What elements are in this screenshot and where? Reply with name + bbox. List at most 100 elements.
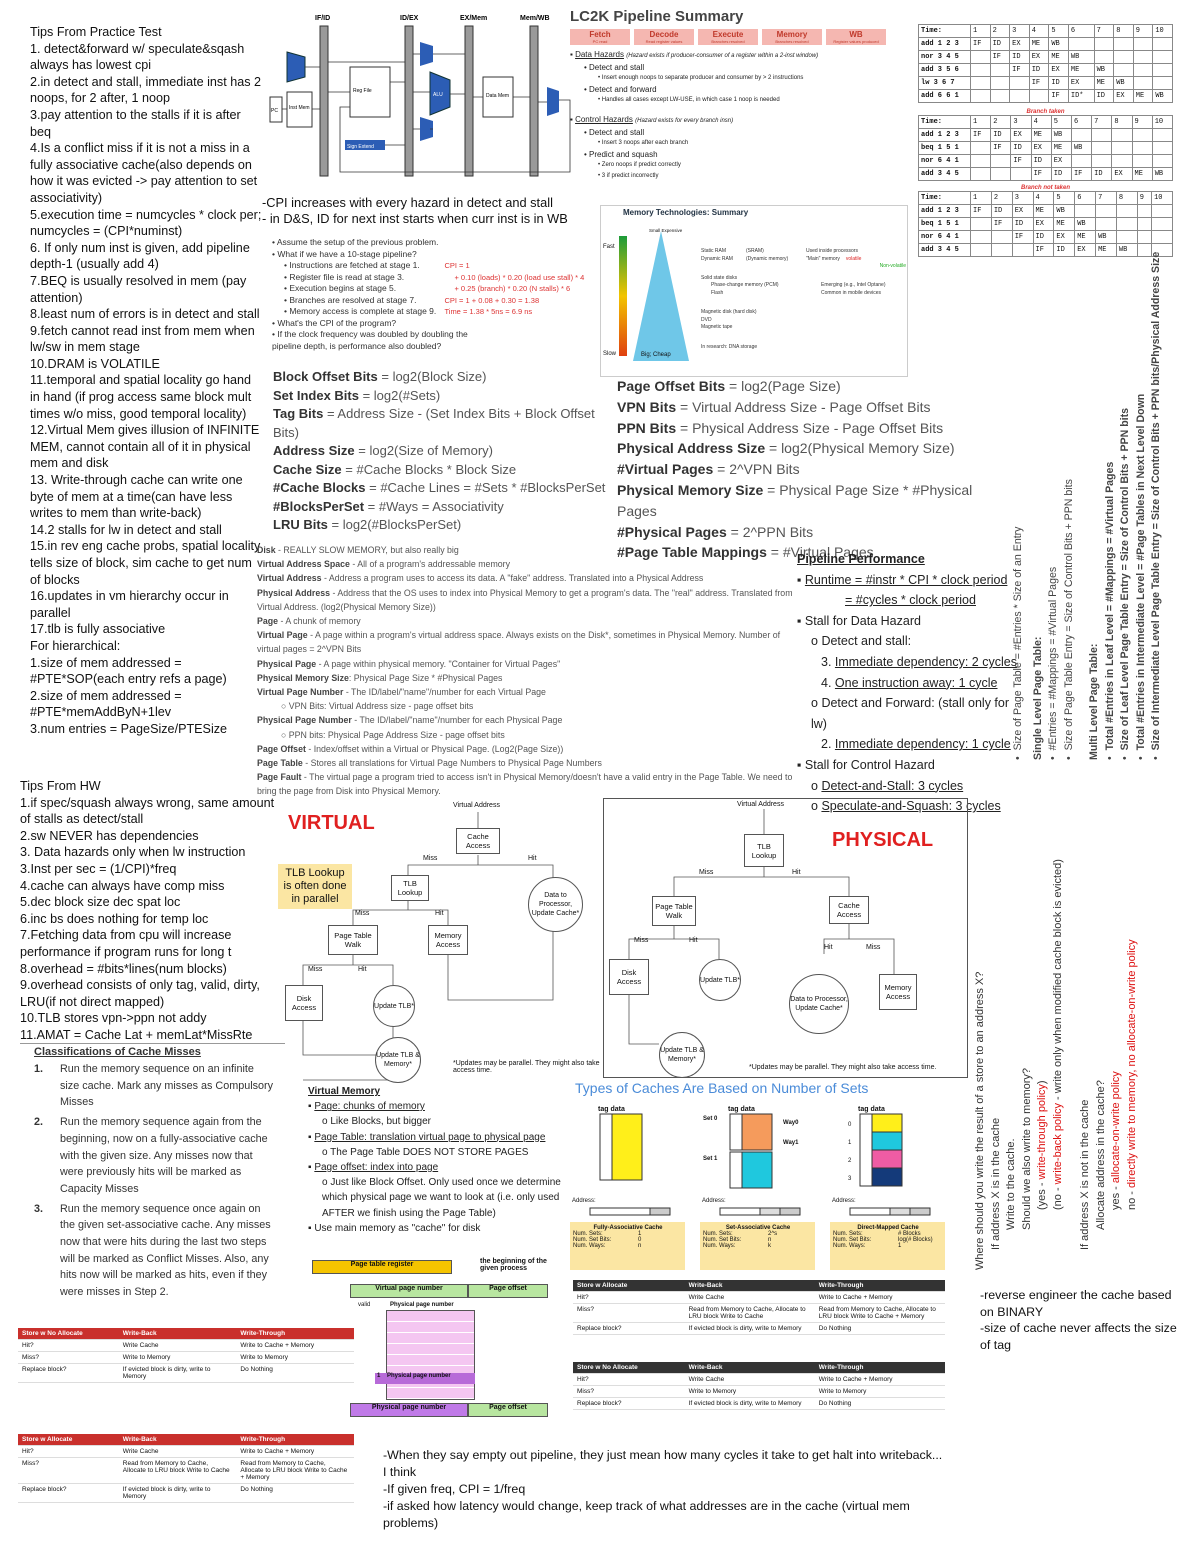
pipe-cell: EX: [1011, 204, 1034, 218]
pipe-cell: EX: [1010, 128, 1032, 142]
formula-value: = log2(Physical Memory Size): [765, 440, 955, 457]
cache-type-row: Num. Sets:# Blocks: [833, 1231, 943, 1237]
formula-value: = Physical Address Size - Page Offset Bi…: [676, 419, 944, 436]
pipe-cell: [1151, 230, 1173, 244]
glossary-def: - Stores all translations for Virtual Pa…: [302, 758, 602, 769]
glossary-def: : Physical Page Size * #Physical Pages: [348, 672, 503, 683]
pipe-cell: 1: [969, 115, 992, 129]
pipe-cell: 4: [1032, 191, 1055, 205]
pipe-cell: [1151, 217, 1173, 231]
stage-name: Execute: [712, 30, 744, 39]
pipe-cell: IF: [1009, 63, 1030, 77]
pipe-cell: EX: [1113, 89, 1134, 103]
formula-key: VPN Bits: [617, 398, 677, 415]
svg-text:ALU: ALU: [433, 92, 443, 98]
wt-cell: Write to Cache + Memory: [814, 1373, 945, 1386]
control-hazard-detail: Zero noops if predict correctly: [601, 162, 681, 168]
wp-line: Where should you write the result of a s…: [974, 971, 986, 1270]
pipe-cell: WB: [1152, 89, 1173, 103]
cache-types-figure: Types of Caches Are Based on Number of S…: [570, 1080, 950, 1270]
miss-label: Miss: [308, 966, 323, 973]
pipe-instr: add 1 2 3: [918, 204, 971, 218]
stage-name: WB: [849, 30, 863, 39]
cache-type-value: 2^s: [768, 1231, 778, 1237]
pipe-cell: ID: [989, 37, 1011, 51]
pipe-cell: 8: [1113, 24, 1134, 38]
write-back-policy: write-back policy: [1051, 1103, 1064, 1185]
classif-step: Run the memory sequence again from the b…: [60, 1116, 268, 1195]
hit-label: Hit: [358, 966, 367, 973]
virtual-address-label: Virtual Address: [453, 802, 500, 809]
formula-key: Set Index Bits: [273, 387, 359, 403]
glossary-term: Virtual Page Number: [257, 687, 344, 698]
write-through-policy: write-through policy: [1036, 1084, 1048, 1180]
memory-access-box: Memory Access: [428, 925, 468, 955]
q-sub: Execution begins at stage 5.: [289, 283, 397, 293]
pipe-cell: ID: [1050, 167, 1072, 181]
pipe-cell: 7: [1091, 115, 1113, 129]
miss-label: Miss: [355, 910, 370, 917]
mt-cell: (SRAM): [746, 248, 764, 254]
q-answer: CPI = 1: [444, 261, 470, 270]
virtual-title: VIRTUAL: [288, 812, 375, 834]
perf-line: Stall for Data Hazard: [804, 613, 921, 628]
pipe-instr: beq 1 5 1: [918, 141, 971, 155]
wt-cell: Read from Memory to Cache, Allocate to L…: [684, 1303, 815, 1323]
formula-value: = #Cache Lines = #Sets * #BlocksPerSet: [365, 480, 606, 495]
pipe-cell: [1131, 141, 1153, 155]
perf-line: Immediate dependency: 2 cycles: [834, 654, 1017, 669]
no-allocate-policy: directly write to memory, no allocate-on…: [1125, 939, 1138, 1188]
pipe-cell: [1136, 230, 1153, 244]
pipe-instr: nor 3 4 5: [918, 50, 971, 64]
formula-value: = Address Size - (Set Index Bits + Block…: [273, 406, 595, 440]
cache-formulas: Block Offset Bits = log2(Block Size)Set …: [273, 368, 618, 535]
mt-cell: Common in mobile devices: [821, 289, 882, 296]
physical-page-number: Physical page number: [350, 1403, 468, 1417]
virtual-cache-flowchart: VIRTUAL TLB Lookup is often done in para…: [278, 800, 603, 1090]
glossary-term: Page: [257, 616, 279, 627]
cache-type-row: Num. Ways:n: [573, 1243, 683, 1249]
formula-key: Address Size: [273, 443, 355, 458]
disk-access-box: Disk Access: [609, 959, 649, 995]
cache-type-row: Num. Ways:k: [703, 1243, 813, 1249]
control-hazards-note: (Hazard exists for every branch insn): [635, 118, 734, 124]
classif-step: Run the memory sequence once again on th…: [60, 1202, 271, 1299]
data-label: data: [870, 1106, 885, 1113]
cache-type-value: log(# Blocks): [898, 1237, 933, 1243]
stage-name: Memory: [776, 30, 808, 39]
glossary-entry: Virtual Address Space - All of a program…: [257, 557, 797, 571]
pipe-cell: ME: [1093, 76, 1115, 90]
pipe-cell: [1111, 154, 1133, 168]
wt-row: Miss?Read from Memory to Cache, Allocate…: [18, 1457, 354, 1484]
glossary-term: Physical Page Number: [257, 715, 352, 726]
mt-cell: Phase-change memory (PCM): [711, 282, 779, 288]
classif-step: Run the memory sequence on an infinite s…: [60, 1063, 274, 1109]
perf-num: 2.: [821, 737, 832, 752]
hit-label: Hit: [435, 910, 444, 917]
pipe-cell: [969, 141, 992, 155]
pipe-cell: [1028, 89, 1050, 103]
pipe-cell: [1091, 141, 1113, 155]
wt-cell: Read from Memory to Cache, Allocate to L…: [236, 1457, 354, 1484]
control-hazards-heading: Control Hazards: [575, 115, 633, 124]
glossary-entry: Physical Page Number - The ID/label/"nam…: [257, 713, 797, 727]
pipe-cell: [989, 63, 1011, 77]
tlb-parallel-note: TLB Lookup is often done in parallel: [278, 864, 352, 909]
glossary-entry: Physical Page - A page within physical m…: [257, 657, 797, 671]
selected-entry: 1 Physical page number: [375, 1373, 475, 1384]
pipe-cell: [989, 76, 1011, 90]
pipe-cell: IF: [990, 217, 1013, 231]
formula-key: Block Offset Bits: [273, 369, 378, 384]
wt-col: Write-Through: [814, 1362, 945, 1374]
wp-line: (yes -: [1036, 1179, 1048, 1211]
wt-col: Write-Through: [236, 1328, 354, 1340]
